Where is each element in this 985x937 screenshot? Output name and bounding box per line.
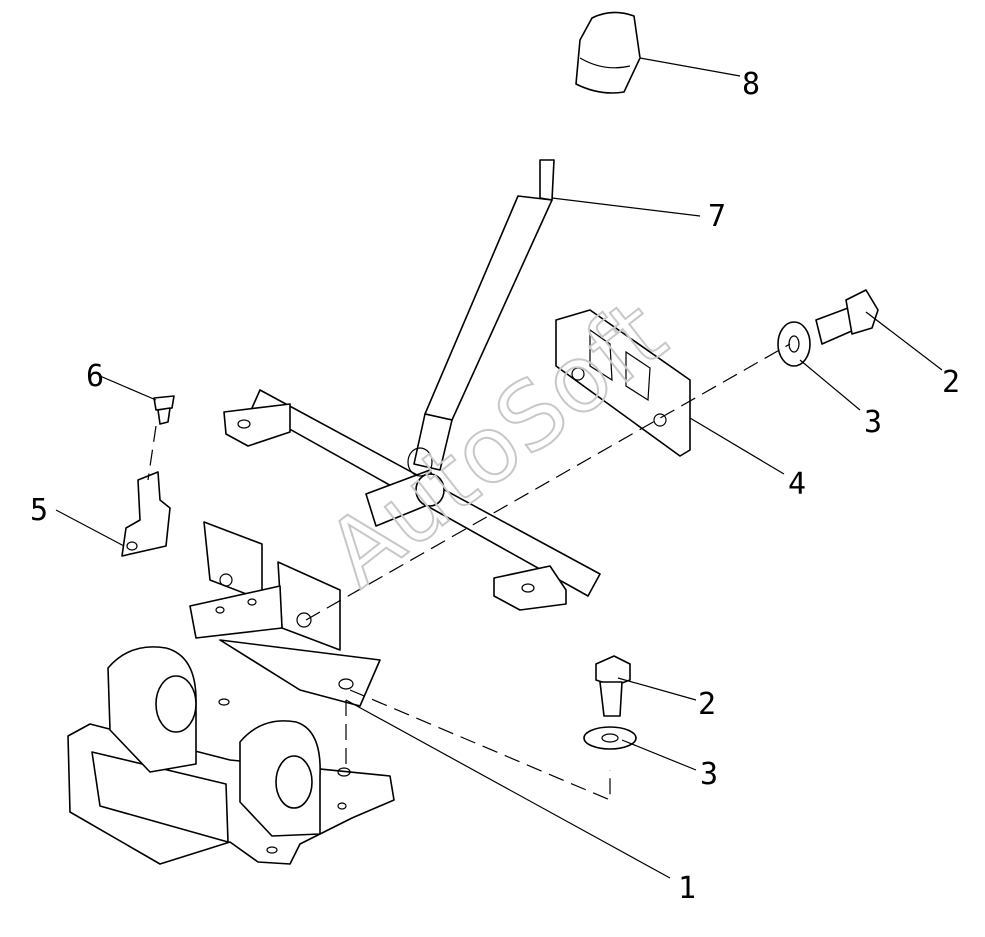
callout-1: 1 <box>678 871 696 906</box>
callout-5: 5 <box>30 493 48 528</box>
washer-upper <box>777 321 811 367</box>
spring-clip <box>121 471 171 557</box>
callout-4: 4 <box>788 467 806 502</box>
shift-lever <box>413 159 555 471</box>
shift-knob <box>575 11 641 94</box>
bracket-block <box>555 309 691 457</box>
lever-shaft <box>223 389 601 611</box>
bolt-lower <box>595 655 631 717</box>
callout-6: 6 <box>86 359 104 394</box>
callout-3-lower: 3 <box>700 757 718 792</box>
base-mount <box>67 646 395 865</box>
leader-lines <box>55 57 943 879</box>
small-screw <box>153 395 175 425</box>
callout-2-upper: 2 <box>942 365 960 400</box>
callout-8: 8 <box>742 67 760 102</box>
assembly-axis-lines <box>147 343 791 801</box>
callout-labels: 1 2 2 3 3 4 5 6 7 8 <box>30 67 960 906</box>
bolt-upper <box>815 289 879 345</box>
washer-lower <box>583 726 637 750</box>
lower-bracket <box>189 521 381 707</box>
callout-3-upper: 3 <box>864 405 882 440</box>
watermark-text: AutoSoft <box>308 280 685 608</box>
callout-7: 7 <box>708 199 726 234</box>
callout-2-lower: 2 <box>698 687 716 722</box>
